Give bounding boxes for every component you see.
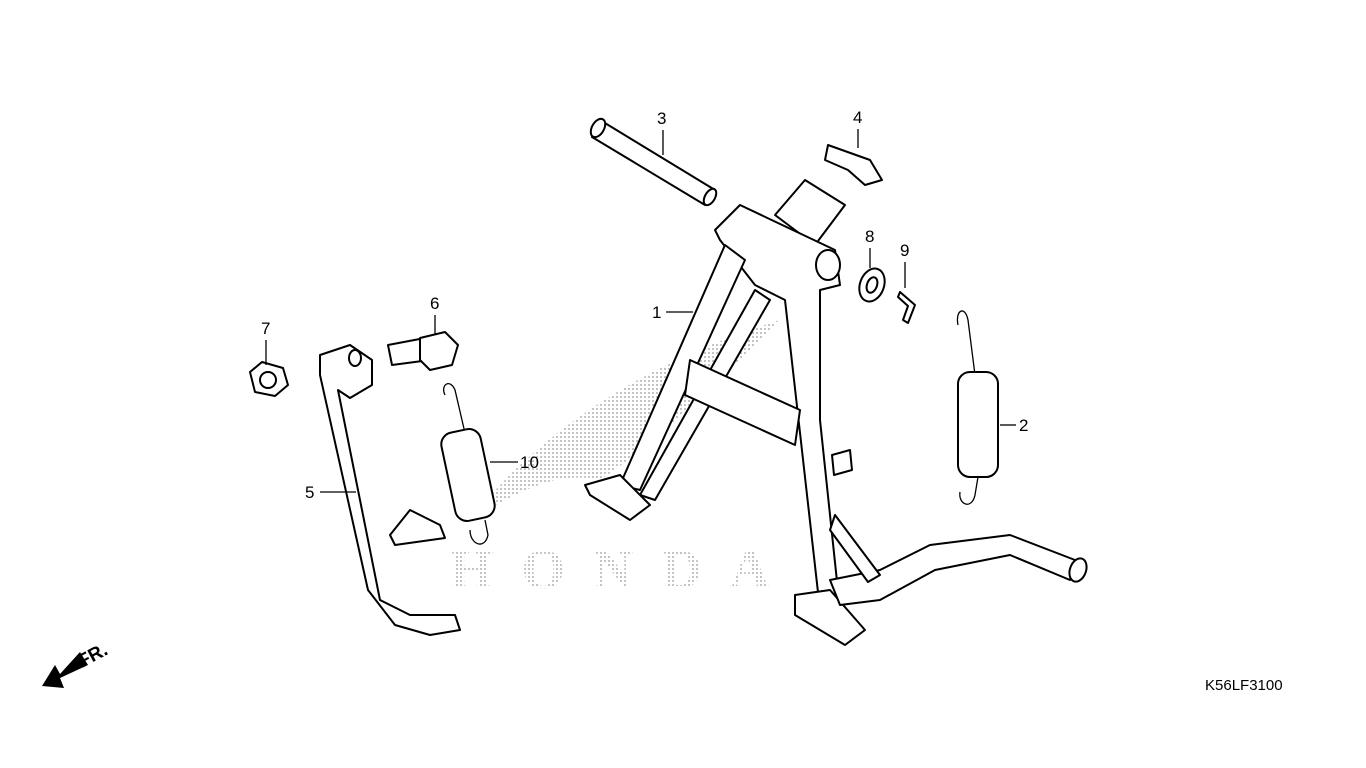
- svg-text:1: 1: [652, 303, 661, 322]
- front-direction-indicator: FR.: [42, 640, 111, 688]
- callout-10[interactable]: 10: [490, 453, 539, 472]
- callout-9[interactable]: 9: [900, 241, 909, 288]
- part-2-stand-spring: [956, 310, 999, 505]
- part-3-pivot-pipe: [589, 117, 718, 207]
- svg-text:7: 7: [261, 319, 270, 338]
- callout-7[interactable]: 7: [261, 319, 270, 365]
- svg-text:HONDA: HONDA: [450, 539, 771, 601]
- svg-text:4: 4: [853, 108, 862, 127]
- part-1-main-stand: [584, 179, 1088, 646]
- svg-text:3: 3: [657, 109, 666, 128]
- part-6-bolt: [387, 331, 459, 371]
- part-10-side-stand-spring: [440, 383, 496, 545]
- svg-text:5: 5: [305, 483, 314, 502]
- part-7-nut: [249, 361, 289, 397]
- svg-text:8: 8: [865, 227, 874, 246]
- part-4-stopper-rubber: [824, 144, 883, 186]
- svg-text:9: 9: [900, 241, 909, 260]
- callout-2[interactable]: 2: [1000, 416, 1028, 435]
- callout-8[interactable]: 8: [865, 227, 874, 268]
- svg-text:6: 6: [430, 294, 439, 313]
- callout-1[interactable]: 1: [652, 303, 693, 322]
- svg-text:10: 10: [520, 453, 539, 472]
- callout-4[interactable]: 4: [853, 108, 862, 148]
- part-5-side-stand: [319, 344, 461, 636]
- part-8-washer: [858, 267, 886, 303]
- callout-3[interactable]: 3: [657, 109, 666, 155]
- svg-text:2: 2: [1019, 416, 1028, 435]
- callout-6[interactable]: 6: [430, 294, 439, 335]
- callout-5[interactable]: 5: [305, 483, 356, 502]
- part-9-cotter-pin: [897, 291, 916, 324]
- diagram-code: K56LF3100: [1205, 677, 1283, 694]
